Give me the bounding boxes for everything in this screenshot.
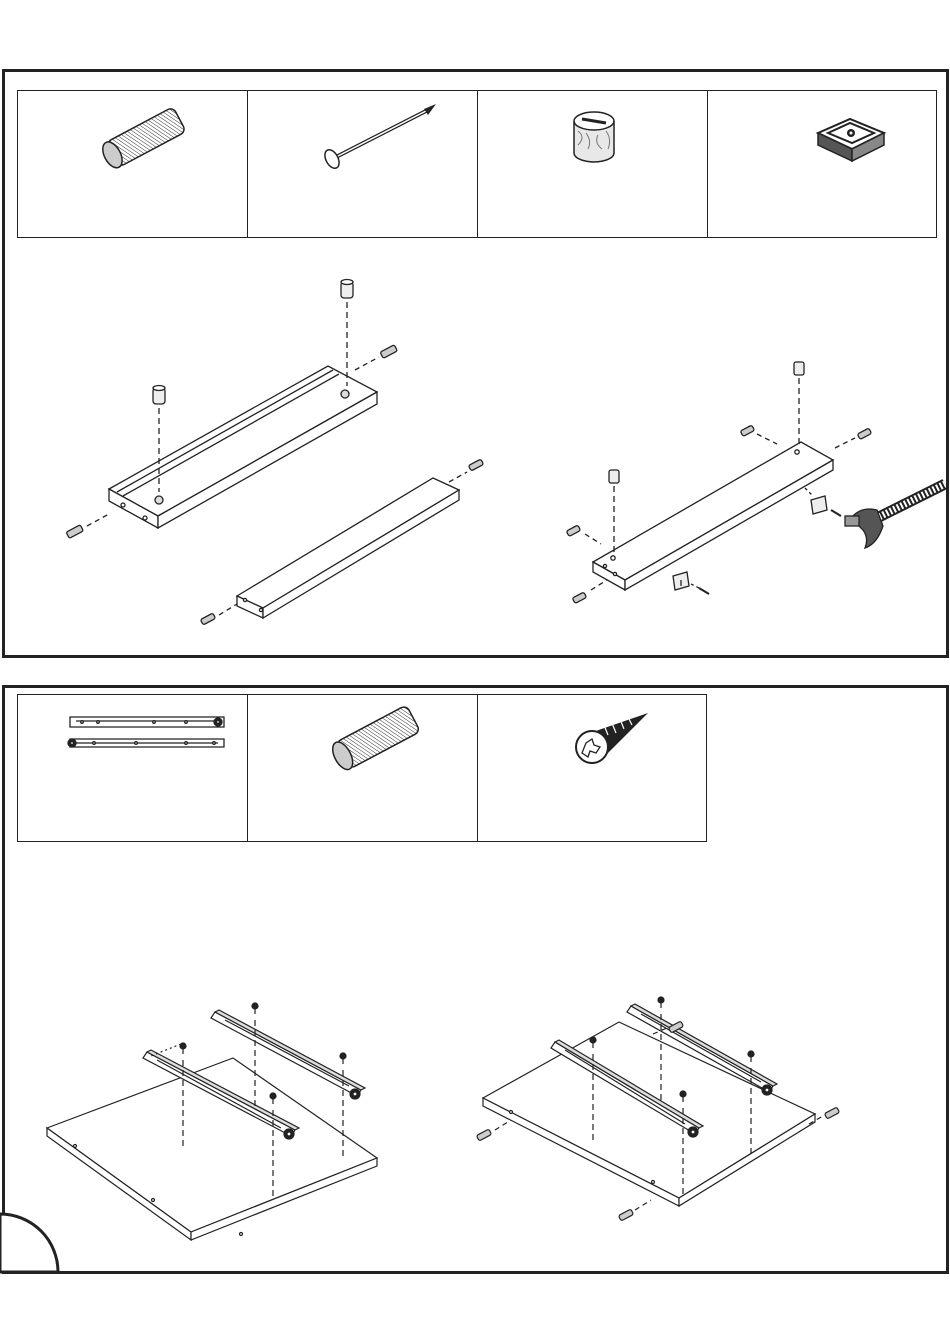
dowel-part [380, 345, 397, 359]
screw-part [748, 1051, 754, 1062]
screw-part [658, 997, 664, 1008]
cam-lock-part [794, 362, 804, 375]
cam-lock-part [341, 280, 353, 299]
page-corner-tab [0, 1210, 62, 1274]
dowel-part [200, 613, 215, 625]
dowel-part [476, 1129, 491, 1141]
dowel-part [566, 525, 580, 536]
dowel-part [66, 525, 83, 539]
assembly-scene-step-1 [5, 72, 946, 655]
rail-board [593, 442, 833, 590]
cam-lock-part [609, 470, 619, 483]
assembly-step-panel-1 [2, 69, 949, 658]
bracket-part [673, 572, 689, 590]
dowel-part [740, 425, 754, 436]
screw-part [340, 1053, 346, 1064]
dowel-part [824, 1107, 839, 1119]
assembly-scene-step-2 [5, 688, 946, 1271]
drawer-bottom-panel [483, 1022, 815, 1206]
dowel-part [572, 592, 586, 603]
long-side-board [109, 366, 377, 528]
dowel-part [857, 428, 871, 439]
short-board [237, 478, 459, 618]
assembly-step-panel-2 [2, 685, 949, 1274]
dowel-part [618, 1209, 633, 1221]
hammer-icon [845, 484, 945, 548]
dowel-part [468, 459, 483, 471]
cam-lock-part [153, 386, 165, 405]
screw-part [252, 1003, 258, 1014]
bracket-part [811, 496, 827, 514]
